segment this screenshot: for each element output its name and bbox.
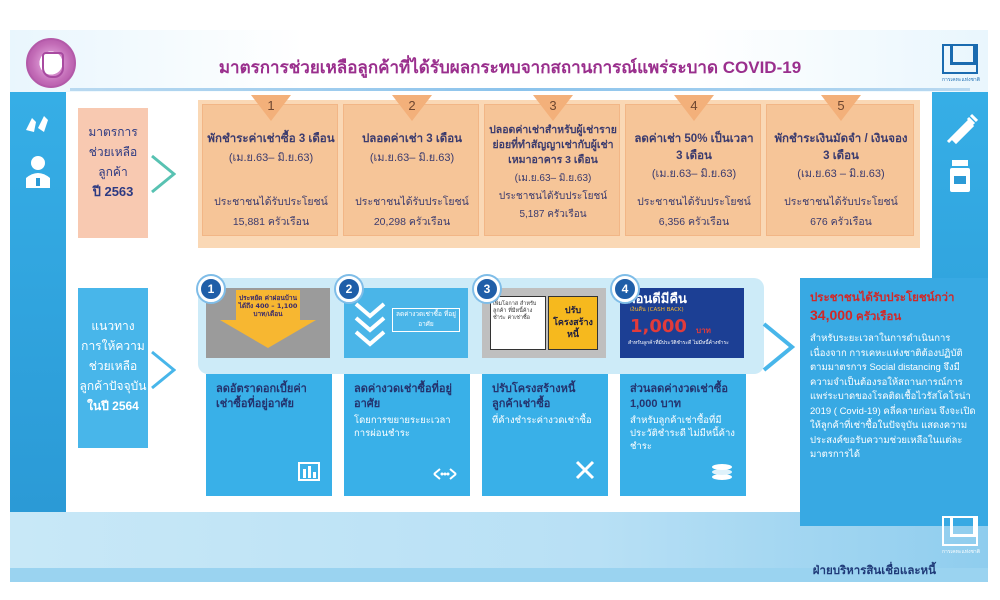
- hands-icon: [22, 108, 54, 145]
- measure-card: 3 ปลอดค่าเช่าสำหรับผู้เช่ารายย่อยที่ทำสั…: [484, 95, 620, 236]
- benefit-label: ประชาชนได้รับประโยชน์: [637, 196, 751, 208]
- summary-heading: ประชาชนได้รับประโยชน์กว่า: [810, 292, 955, 304]
- guideline-heading: ปรับโครงสร้างหนี้ลูกค้าเช่าซื้อ: [492, 383, 576, 410]
- image-caption: ลดค่างวดเช่าซื้อ ที่อยู่อาศัย: [392, 308, 460, 332]
- guideline-image: เพิ่มโอกาส สำหรับลูกค้า ที่มีหนี้ค้างชำร…: [482, 288, 606, 358]
- step-badge: 2: [336, 276, 362, 302]
- syringe-icon: [944, 112, 979, 151]
- page-title: มาตรการช่วยเหลือลูกค้าที่ได้รับผลกระทบจา…: [218, 58, 802, 77]
- guideline-image: ประหยัด ค่าผ่อนบ้านได้ถึง 400 – 1,100 บา…: [206, 288, 330, 358]
- label-line: ช่วยเหลือ: [88, 359, 138, 373]
- footer-department: ฝ่ายบริหารสินเชื่อและหนี้: [812, 565, 936, 577]
- household-count: 15,881 ครัวเรือน: [232, 216, 310, 228]
- guideline-detail: สำหรับลูกค้าเช่าซื้อที่มีประวัติชำระดี ไ…: [630, 415, 735, 452]
- summary-unit: ครัวเรือน: [856, 311, 902, 323]
- benefit-label: ประชาชนได้รับประโยชน์: [214, 196, 328, 208]
- measure-date: (เม.ย.63– มิ.ย.63): [369, 152, 455, 164]
- measure-title: ลดค่าเช่า 50% เป็นเวลา 3 เดือน: [634, 133, 754, 162]
- header-band: [10, 30, 988, 92]
- step-badge: 4: [612, 276, 638, 302]
- household-count: 6,356 ครัวเรือน: [658, 216, 730, 228]
- step-badge: 3: [474, 276, 500, 302]
- measure-title: ปลอดค่าเช่า 3 เดือน: [361, 133, 463, 145]
- benefit-label: ประชาชนได้รับประโยชน์: [784, 196, 898, 208]
- guideline-detail: ที่ค้างชำระค่างวดเช่าซื้อ: [492, 415, 592, 426]
- cashback-amount: 1,000: [630, 316, 687, 337]
- doctor-icon: [24, 154, 52, 193]
- guideline-card: ส่วนลดค่างวดเช่าซื้อ 1,000 บาท สำหรับลูก…: [620, 374, 746, 496]
- label-line: แนวทาง: [91, 319, 135, 333]
- label-line: การให้ความ: [81, 339, 145, 353]
- chevron-right-icon: [151, 154, 176, 194]
- cashback-title: ผ่อนดีมีคืน: [628, 292, 687, 307]
- header-divider: [70, 88, 970, 91]
- benefit-label: ประชาชนได้รับประโยชน์: [355, 196, 469, 208]
- measure-date: (เม.ย.63– มิ.ย.63): [228, 152, 314, 164]
- guideline-heading: ลดค่างวดเช่าซื้อที่อยู่อาศัย: [354, 383, 452, 410]
- double-chevron-down-icon: [354, 302, 386, 347]
- infographic: มาตรการช่วยเหลือลูกค้าที่ได้รับผลกระทบจา…: [10, 30, 988, 582]
- benefit-summary-box: ประชาชนได้รับประโยชน์กว่า 34,000 ครัวเรื…: [800, 278, 988, 526]
- section2-label: แนวทาง การให้ความ ช่วยเหลือ ลูกค้าปัจจุบ…: [78, 288, 148, 448]
- label-line: ช่วยเหลือ: [88, 145, 138, 159]
- measure-date: (เม.ย.63– มิ.ย.63): [514, 173, 592, 184]
- measure-card: 1 พักชำระค่าเช่าซื้อ 3 เดือน (เม.ย.63– ม…: [202, 95, 338, 236]
- footer-strip: [10, 568, 988, 582]
- household-count: 20,298 ครัวเรือน: [373, 216, 451, 228]
- measure-card: 4 ลดค่าเช่า 50% เป็นเวลา 3 เดือน (เม.ย.6…: [625, 95, 761, 236]
- measure-date: (เม.ย.63 – มิ.ย.63): [797, 168, 885, 180]
- nha-logo-caption: การเคหะแห่งชาติ: [942, 77, 980, 83]
- tools-icon: [574, 459, 596, 486]
- cashback-unit: บาท: [696, 326, 711, 335]
- measure-title: พักชำระค่าเช่าซื้อ 3 เดือน: [207, 133, 335, 145]
- nha-logo: [942, 44, 978, 74]
- measure-title: ปลอดค่าเช่าสำหรับผู้เช่ารายย่อยที่ทำสัญญ…: [489, 124, 617, 166]
- left-side-panel: [10, 92, 66, 512]
- label-line: ลูกค้าปัจจุบัน: [79, 379, 147, 393]
- number-badge: 2: [392, 95, 432, 121]
- summary-amount: 34,000: [810, 307, 853, 323]
- measure-title: พักชำระเงินมัดจำ / เงินจอง 3 เดือน: [774, 133, 908, 162]
- nha-logo-footer: [942, 516, 978, 546]
- medicine-bottle-icon: [946, 158, 976, 199]
- chart-icon: [298, 461, 320, 486]
- step-badge: 1: [198, 276, 224, 302]
- guideline-card: ลดอัตราดอกเบี้ยค่าเช่าซื้อที่อยู่อาศัย: [206, 374, 332, 496]
- summary-total: 34,000 ครัวเรือน: [810, 306, 978, 326]
- coins-icon: [710, 459, 734, 486]
- cashback-note: สำหรับลูกค้าที่มีประวัติชำระดี ไม่มีหนี้…: [628, 340, 729, 346]
- summary-body: สำหรับระยะเวลาในการดำเนินการ เนื่องจาก ก…: [810, 333, 976, 460]
- guideline-card: ปรับโครงสร้างหนี้ลูกค้าเช่าซื้อ ที่ค้างช…: [482, 374, 608, 496]
- arrows-icon: [432, 465, 458, 486]
- cashback-image: ผ่อนดีมีคืน เงินคืน (CASH BACK) 1,000 บา…: [620, 288, 744, 358]
- guideline-card: ลดค่างวดเช่าซื้อที่อยู่อาศัย โดยการขยายร…: [344, 374, 470, 496]
- benefit-label: ประชาชนได้รับประโยชน์: [498, 191, 608, 202]
- measure-date: (เม.ย.63– มิ.ย.63): [651, 168, 737, 180]
- image-caption-left: เพิ่มโอกาส สำหรับลูกค้า ที่มีหนี้ค้างชำร…: [490, 296, 546, 350]
- guideline-detail: โดยการขยายระยะเวลาการผ่อนชำระ: [354, 415, 451, 439]
- image-caption: ประหยัด ค่าผ่อนบ้านได้ถึง 400 – 1,100 บา…: [238, 294, 298, 318]
- government-seal-logo: [26, 38, 76, 88]
- household-count: 676 ครัวเรือน: [810, 216, 872, 228]
- measure-card: 5 พักชำระเงินมัดจำ / เงินจอง 3 เดือน (เม…: [766, 95, 914, 236]
- guideline-heading: ลดอัตราดอกเบี้ยค่าเช่าซื้อที่อยู่อาศัย: [216, 383, 307, 410]
- number-badge: 5: [821, 95, 861, 121]
- guideline-image: ลดค่างวดเช่าซื้อ ที่อยู่อาศัย: [344, 288, 468, 358]
- number-badge: 1: [251, 95, 291, 121]
- number-badge: 3: [533, 95, 573, 121]
- label-line: ลูกค้า: [98, 165, 128, 179]
- number-badge: 4: [674, 95, 714, 121]
- measure-card: 2 ปลอดค่าเช่า 3 เดือน (เม.ย.63– มิ.ย.63)…: [343, 95, 479, 236]
- chevron-right-icon: [762, 322, 796, 372]
- image-caption-right: ปรับ โครงสร้าง หนี้: [548, 296, 598, 350]
- section1-label: มาตรการ ช่วยเหลือ ลูกค้า ปี 2563: [78, 108, 148, 238]
- label-line: มาตรการ: [88, 125, 138, 139]
- label-line: ปี 2563: [92, 184, 134, 199]
- nha-logo-footer-caption: การเคหะแห่งชาติ: [942, 549, 980, 555]
- guideline-heading: ส่วนลดค่างวดเช่าซื้อ 1,000 บาท: [630, 383, 728, 410]
- household-count: 5,187 ครัวเรือน: [519, 209, 587, 220]
- label-line: ในปี 2564: [87, 399, 139, 413]
- chevron-right-icon: [151, 350, 176, 390]
- cashback-sub: เงินคืน (CASH BACK): [630, 307, 684, 313]
